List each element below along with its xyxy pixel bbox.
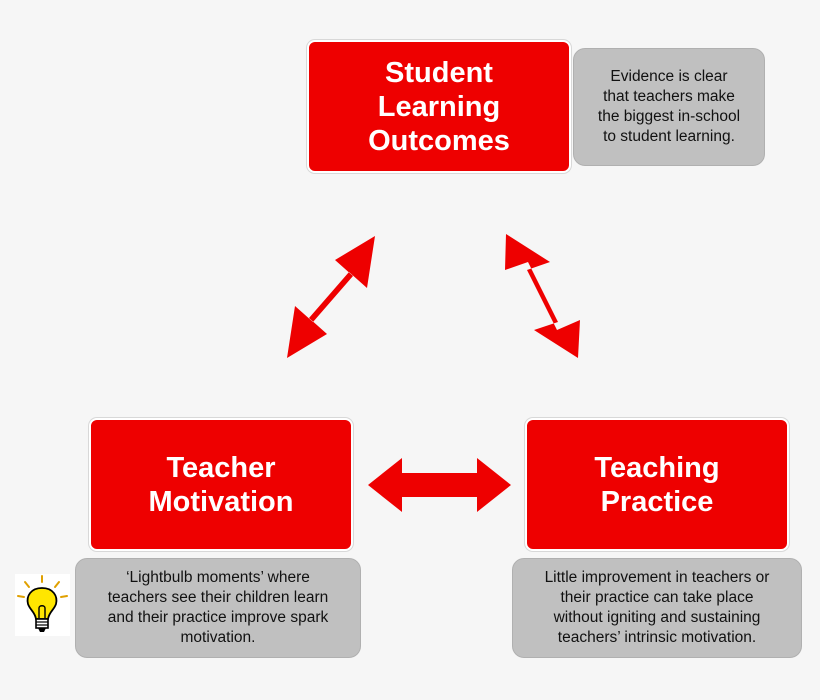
lightbulb-icon	[15, 574, 70, 636]
node-label: Student Learning Outcomes	[368, 56, 510, 157]
note-text: Evidence is clear that teachers make the…	[597, 68, 741, 145]
note-text: Little improvement in teachers or their …	[544, 569, 770, 646]
node-teaching-practice: Teaching Practice	[525, 418, 789, 551]
note-teaching-practice: Little improvement in teachers or their …	[512, 558, 802, 658]
note-text: ‘Lightbulb moments’ where teachers see t…	[107, 569, 329, 646]
note-student-learning-outcomes: Evidence is clear that teachers make the…	[573, 48, 765, 166]
node-teacher-motivation: Teacher Motivation	[89, 418, 353, 551]
double-arrow-tm-tp	[368, 458, 511, 512]
double-arrow-slo-tp	[505, 234, 580, 358]
double-arrow-slo-tm	[287, 236, 375, 358]
node-student-learning-outcomes: Student Learning Outcomes	[307, 40, 571, 173]
note-teacher-motivation: ‘Lightbulb moments’ where teachers see t…	[75, 558, 361, 658]
node-label: Teaching Practice	[594, 451, 720, 518]
node-label: Teacher Motivation	[148, 451, 294, 518]
